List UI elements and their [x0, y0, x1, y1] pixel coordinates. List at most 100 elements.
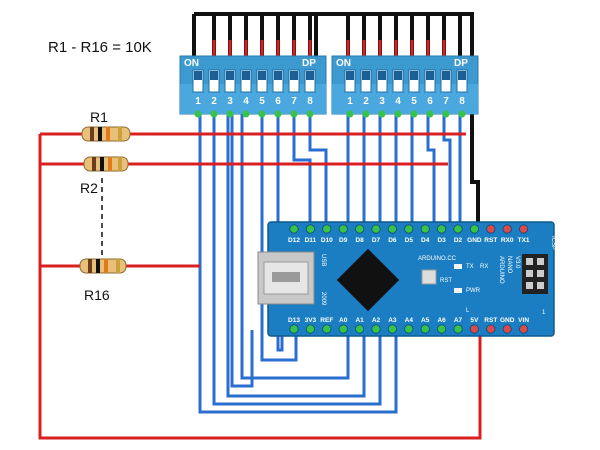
pin-bottom-vin[interactable] — [518, 324, 529, 334]
dip-right-lever-3[interactable] — [376, 69, 388, 93]
pin-bottom-5v[interactable] — [469, 324, 479, 334]
pin-label-top-4: D8 — [355, 237, 364, 244]
pin-label-bottom-0: D13 — [288, 317, 300, 324]
dip-left-pin-5 — [258, 110, 266, 118]
usb-connector — [257, 251, 315, 305]
pin-top-d5[interactable] — [404, 224, 414, 234]
board-year: 2009 — [320, 292, 326, 306]
pin-top-d8[interactable] — [354, 224, 365, 234]
arduino-nano-board: USB 2009 ARDUINO.CC RST TX RX PWR L ARDU… — [257, 221, 556, 337]
pin-label-bottom-4: A1 — [355, 317, 364, 324]
dip-left-dp-label: DP — [302, 58, 316, 69]
pin-top-d3[interactable] — [436, 224, 447, 234]
dip-left-lever-8[interactable] — [304, 69, 316, 93]
dip-left-lever-7[interactable] — [288, 69, 300, 93]
model-line1: ARDUINO — [498, 256, 504, 284]
rx-led-label: RX — [480, 264, 488, 270]
pin-top-gnd[interactable] — [469, 224, 479, 234]
dip-right-lever-knob-2 — [362, 71, 370, 80]
dip-left-pin-4 — [242, 110, 250, 118]
dip-left-number-8: 8 — [307, 96, 313, 107]
pin-bottom-gnd[interactable] — [502, 324, 512, 334]
pin-label-top-11: GND — [467, 237, 482, 244]
switch-red-leads — [212, 40, 446, 58]
dip-right-lever-1[interactable] — [344, 69, 356, 93]
pin-label-top-5: D7 — [372, 237, 381, 244]
pin-label-bottom-7: A4 — [405, 317, 414, 324]
pin-label-top-1: D11 — [305, 237, 317, 244]
dip-left-lever-knob-5 — [258, 71, 266, 80]
pin-top-d2[interactable] — [453, 224, 463, 234]
dip-left-number-1: 1 — [195, 96, 201, 107]
pin-bottom-a3[interactable] — [387, 324, 397, 334]
reset-button[interactable] — [421, 269, 437, 285]
icsp-header — [522, 254, 548, 294]
pin-bottom-rst[interactable] — [486, 324, 496, 334]
pin-label-bottom-6: A3 — [388, 317, 397, 324]
pin-top-d6[interactable] — [387, 224, 397, 234]
dip-right-lever-7[interactable] — [440, 69, 452, 93]
pin-top-d11[interactable] — [305, 224, 315, 234]
pin-label-bottom-3: A0 — [339, 317, 348, 324]
pin-top-d10[interactable] — [322, 224, 332, 234]
dip-left-lever-6[interactable] — [272, 69, 284, 93]
dip-right-lever-knob-8 — [458, 71, 466, 80]
pin-top-rx0[interactable] — [502, 224, 512, 234]
pin-top-tx1[interactable] — [518, 224, 529, 234]
pin-label-top-0: D12 — [288, 237, 300, 244]
pin-bottom-a4[interactable] — [404, 324, 414, 334]
pin-bottom-a1[interactable] — [354, 324, 365, 334]
pin-top-d4[interactable] — [420, 224, 430, 234]
pin-label-top-9: D3 — [437, 237, 446, 244]
pin-bottom-a2[interactable] — [371, 324, 381, 334]
pin-bottom-d13[interactable] — [289, 324, 299, 334]
dip-left-pin-3 — [226, 110, 234, 118]
dip-left-lever-knob-6 — [274, 71, 282, 80]
pin-top-rst[interactable] — [486, 224, 496, 234]
dip-left-number-6: 6 — [275, 96, 281, 107]
dip-right-lever-4[interactable] — [392, 69, 404, 93]
dip-right-lever-6[interactable] — [424, 69, 436, 93]
dip-right-pin-3 — [378, 110, 386, 118]
pin-top-d12[interactable] — [289, 224, 299, 234]
dip-right-lever-2[interactable] — [360, 69, 372, 93]
dip-right-pin-6 — [426, 110, 434, 118]
dip-left-lever-3[interactable] — [224, 69, 236, 93]
dip-left-lever-5[interactable] — [256, 69, 268, 93]
dip-left-lever-2[interactable] — [208, 69, 220, 93]
pin-bottom-ref[interactable] — [322, 324, 332, 334]
pin-label-bottom-10: A7 — [454, 317, 463, 324]
pin-label-bottom-2: REF — [320, 317, 333, 324]
icsp-pin1-label: 1 — [542, 310, 546, 316]
pin-label-bottom-11: 5V — [470, 317, 479, 324]
pin-label-bottom-14: VIN — [518, 317, 529, 324]
icsp-label: ICSP — [550, 236, 556, 250]
pin-bottom-a7[interactable] — [453, 324, 463, 334]
pin-label-top-7: D5 — [405, 237, 414, 244]
pin-top-d7[interactable] — [371, 224, 381, 234]
pin-label-top-14: TX1 — [518, 237, 530, 244]
pin-label-top-10: D2 — [454, 237, 463, 244]
dip-left-lever-1[interactable] — [192, 69, 204, 93]
tx-led — [454, 264, 462, 269]
pin-top-d9[interactable] — [338, 224, 348, 234]
usb-label: USB — [320, 254, 326, 266]
pin-bottom-a6[interactable] — [436, 324, 447, 334]
dip-right-number-2: 2 — [363, 96, 369, 107]
pin-bottom-a5[interactable] — [420, 324, 430, 334]
dip-left-pin-7 — [290, 110, 298, 118]
dip-right-number-7: 7 — [443, 96, 449, 107]
pin-label-top-12: RST — [484, 237, 497, 244]
dip-left-number-3: 3 — [227, 96, 233, 107]
pwr-led-label: PWR — [466, 288, 481, 294]
dip-right-lever-5[interactable] — [408, 69, 420, 93]
dip-left-lever-knob-7 — [290, 71, 298, 80]
dip-right-lever-8[interactable] — [456, 69, 468, 93]
dip-left-lever-4[interactable] — [240, 69, 252, 93]
dip-left-number-7: 7 — [291, 96, 297, 107]
pin-bottom-3v3[interactable] — [305, 324, 315, 334]
dip-right-on-label: ON — [336, 58, 351, 69]
pin-bottom-a0[interactable] — [338, 324, 348, 334]
